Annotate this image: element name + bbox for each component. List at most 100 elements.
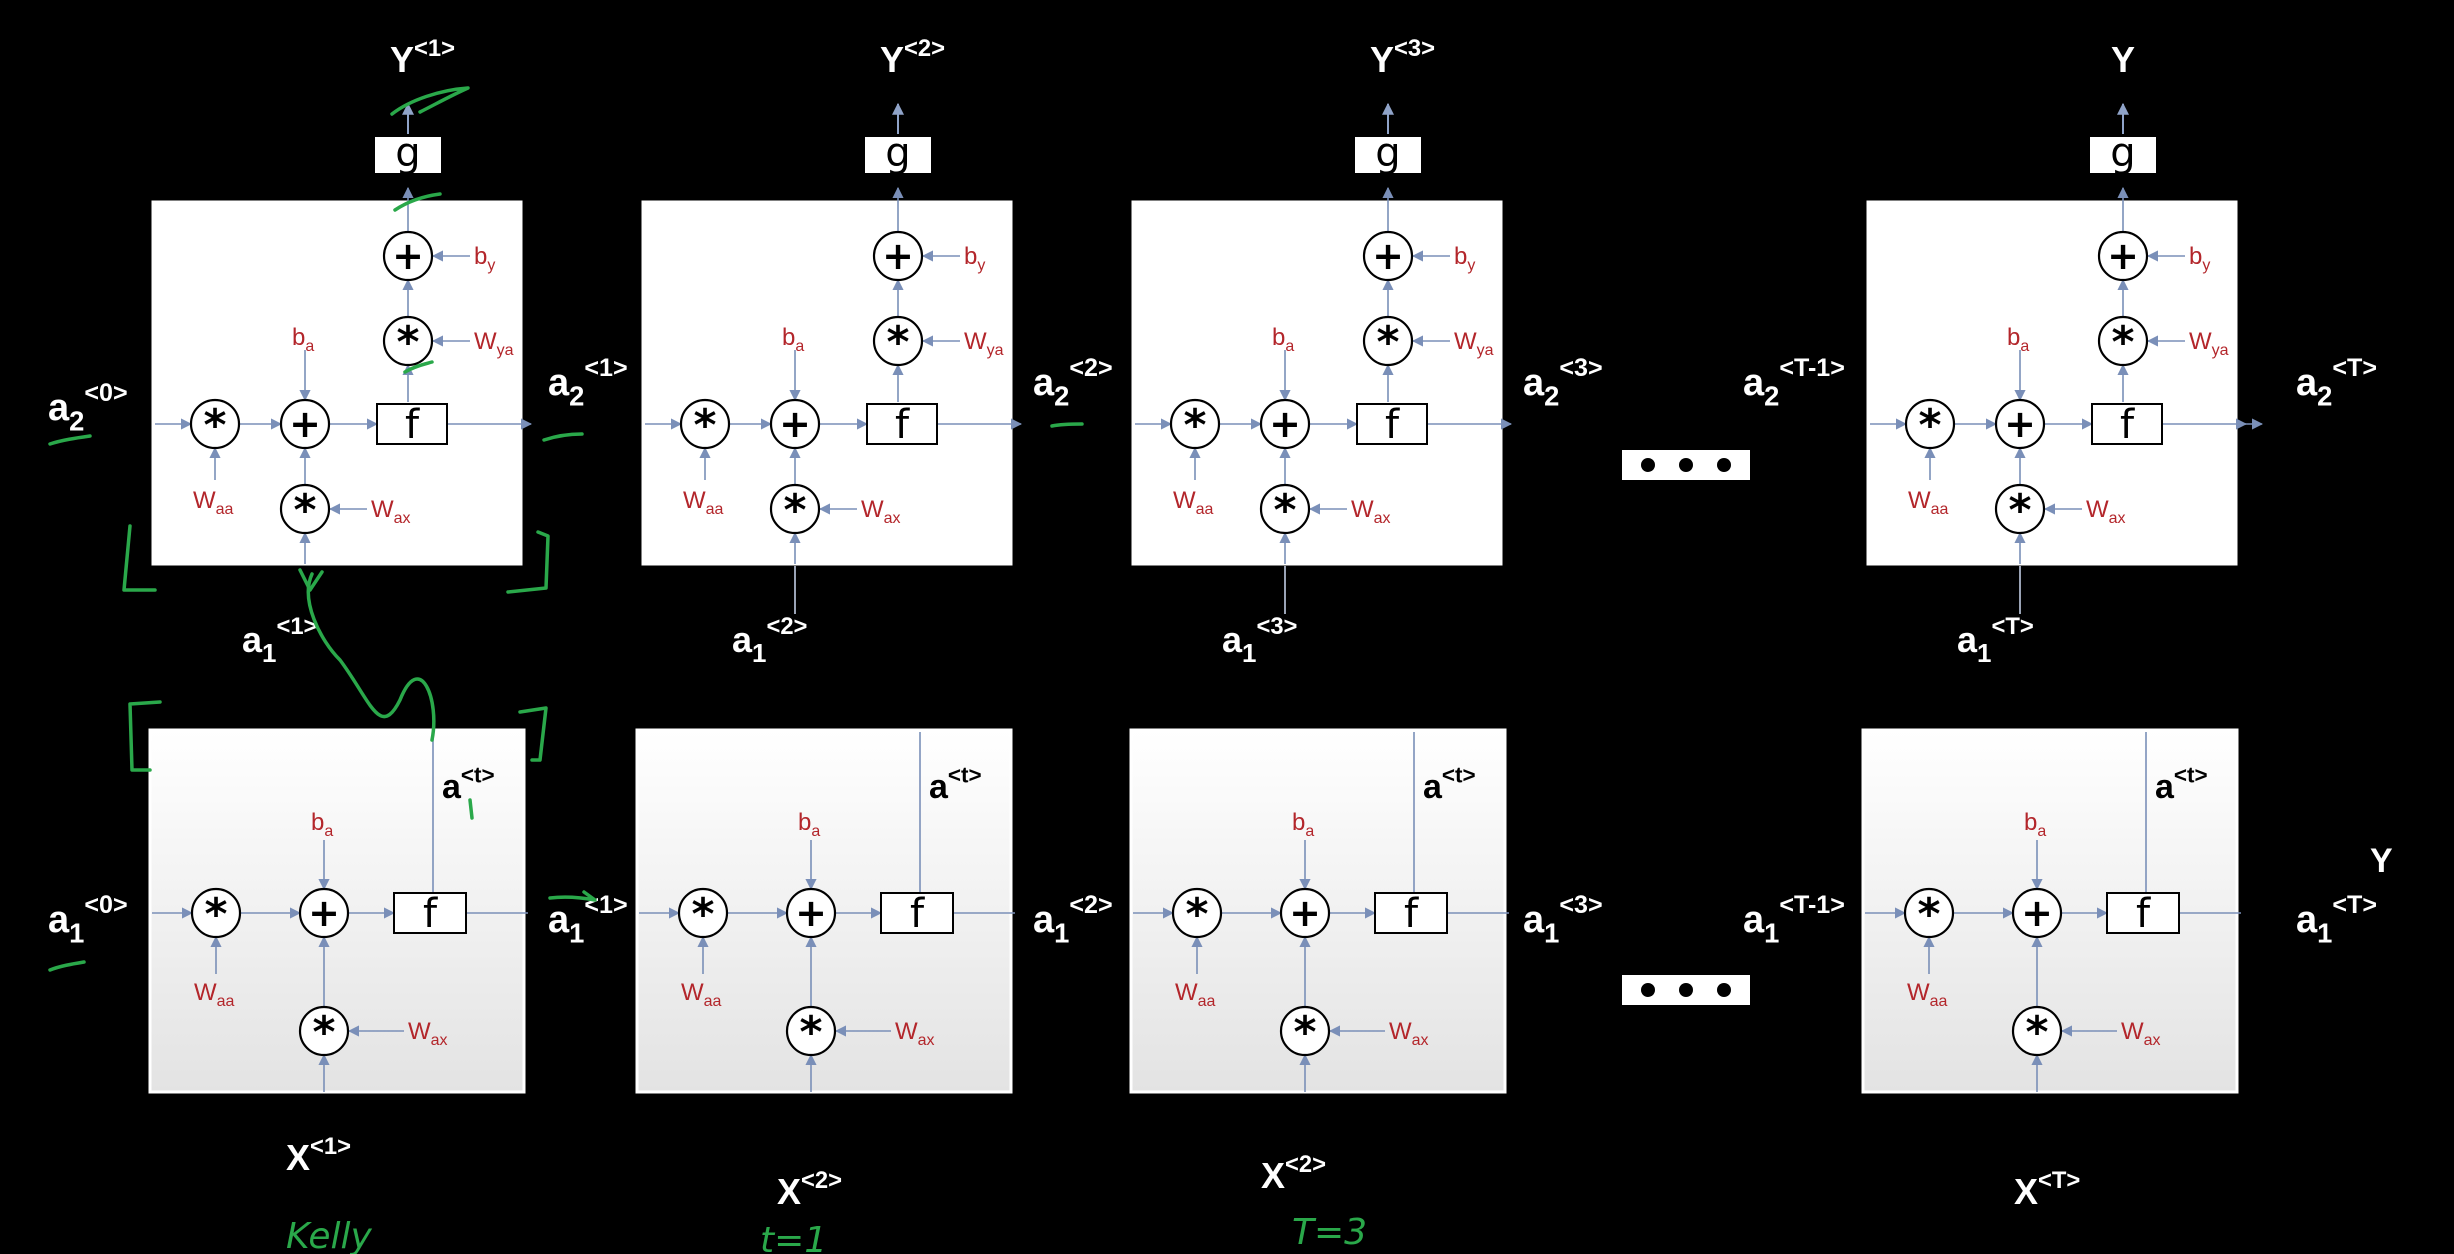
ellipsis-dot	[1679, 983, 1693, 997]
param-w-ax: Wax	[895, 1018, 935, 1049]
param-w-ax: Wax	[408, 1018, 448, 1049]
top-state-label-1-base: a	[548, 362, 570, 404]
multiply-circle	[2097, 315, 2149, 367]
param-base: b	[1454, 243, 1467, 270]
hidden-output-label-sup: <t>	[1442, 763, 1476, 788]
param-base: b	[782, 324, 795, 351]
multiply-circle	[1994, 483, 2046, 535]
ink-stroke-bracket	[506, 530, 550, 594]
asterisk-icon: *	[1273, 485, 1296, 536]
asterisk-icon: *	[1376, 317, 1399, 368]
param-base: W	[895, 1018, 918, 1045]
ellipsis-dot	[1717, 983, 1731, 997]
param-w-aa: Waa	[1173, 487, 1214, 518]
multiply-node: *	[1994, 483, 2046, 536]
param-sub: ax	[431, 1032, 448, 1049]
param-sub: aa	[1930, 993, 1948, 1010]
param-b-a: ba	[311, 809, 333, 840]
param-w-ya: Wya	[1454, 328, 1494, 359]
param-base: W	[2086, 496, 2109, 523]
bottom-state-label-0-sub: 1	[69, 918, 84, 949]
top-input-label-2-sub: 1	[752, 640, 766, 668]
top-input-label-1-sup: <1>	[276, 613, 317, 640]
bottom-state-label-2-base: a	[1033, 899, 1055, 941]
top-input-label-3-sup: <3>	[1256, 613, 1297, 640]
param-base: b	[2024, 809, 2037, 836]
multiply-circle	[190, 887, 242, 939]
top-state-label-0-sub: 2	[69, 406, 84, 437]
top-state-label-3: a2<3>	[1523, 354, 1603, 412]
bottom-input-label-4: X<T>	[2014, 1167, 2080, 1212]
ellipsis-icon	[1622, 975, 1750, 1005]
asterisk-icon: *	[693, 400, 716, 451]
multiply-circle	[2011, 1005, 2063, 1057]
ellipsis-dot	[1641, 983, 1655, 997]
top-state-label-5: a2<T>	[2296, 354, 2377, 412]
param-base: W	[964, 328, 987, 355]
bottom-state-label-5: a1<T>	[2296, 891, 2377, 949]
param-base: W	[681, 979, 704, 1006]
bottom-state-label-2-sub: 1	[1054, 918, 1069, 949]
plus-icon: +	[2107, 234, 2139, 278]
asterisk-icon: *	[312, 1007, 335, 1058]
add-node: +	[769, 398, 821, 450]
param-sub: y	[977, 257, 985, 274]
multiply-node: *	[189, 398, 241, 451]
activation-label: f	[405, 402, 420, 448]
top-input-label-4-base: a	[1957, 619, 1978, 660]
bottom-state-label-5-base: a	[2296, 899, 2318, 941]
multiply-circle	[679, 398, 731, 450]
output-fn-box	[863, 135, 933, 175]
add-circle	[382, 230, 434, 282]
bottom-state-label-3: a1<3>	[1523, 891, 1603, 949]
param-base: b	[798, 809, 811, 836]
param-sub: aa	[1931, 501, 1949, 518]
add-circle	[785, 887, 837, 939]
plus-icon: +	[392, 234, 424, 278]
param-base: W	[2121, 1018, 2144, 1045]
ink-stroke-bracket	[518, 706, 548, 762]
multiply-circle	[1362, 315, 1414, 367]
output-label-4-base: Y	[2111, 39, 2135, 80]
top-input-label-1-base: a	[242, 619, 263, 660]
param-b-a: ba	[1292, 809, 1314, 840]
param-w-aa: Waa	[1175, 979, 1216, 1010]
hidden-output-label-sup: <t>	[2174, 763, 2208, 788]
activation-label: f	[2120, 402, 2135, 448]
activation-box	[1356, 403, 1428, 445]
asterisk-icon: *	[1183, 400, 1206, 451]
hidden-output-label: a<t>	[1423, 763, 1476, 806]
asterisk-icon: *	[203, 400, 226, 451]
asterisk-icon: *	[886, 317, 909, 368]
hidden-output-label: a<t>	[442, 763, 495, 806]
hidden-output-label-sup: <t>	[461, 763, 495, 788]
multiply-circle	[1259, 483, 1311, 535]
param-base: W	[1173, 487, 1196, 514]
activation-label: f	[2136, 891, 2151, 937]
param-sub: a	[2037, 823, 2046, 840]
output-fn-label: g	[2110, 130, 2135, 176]
top-state-label-4-sub: 2	[1764, 381, 1779, 412]
top-input-label-2-sup: <2>	[766, 613, 807, 640]
multiply-circle	[279, 483, 331, 535]
multiply-circle	[382, 315, 434, 367]
plus-icon: +	[289, 402, 321, 446]
asterisk-icon: *	[1918, 400, 1941, 451]
multiply-node: *	[785, 1005, 837, 1058]
add-node: +	[872, 230, 924, 282]
top-state-label-3-sub: 2	[1544, 381, 1559, 412]
ink-stroke	[542, 432, 584, 442]
param-base: b	[2007, 324, 2020, 351]
bottom-state-label-4-sup: <T-1>	[1779, 891, 1845, 919]
plus-icon: +	[795, 891, 827, 935]
param-sub: a	[1305, 823, 1314, 840]
ink-stroke-bracket	[128, 700, 162, 772]
param-base: b	[2189, 243, 2202, 270]
bottom-input-label-3-base: X	[1261, 1155, 1285, 1196]
output-label-3: Y<3>	[1370, 35, 1435, 80]
param-w-aa: Waa	[194, 979, 235, 1010]
param-w-ax: Wax	[2121, 1018, 2161, 1049]
param-sub: aa	[1196, 501, 1214, 518]
